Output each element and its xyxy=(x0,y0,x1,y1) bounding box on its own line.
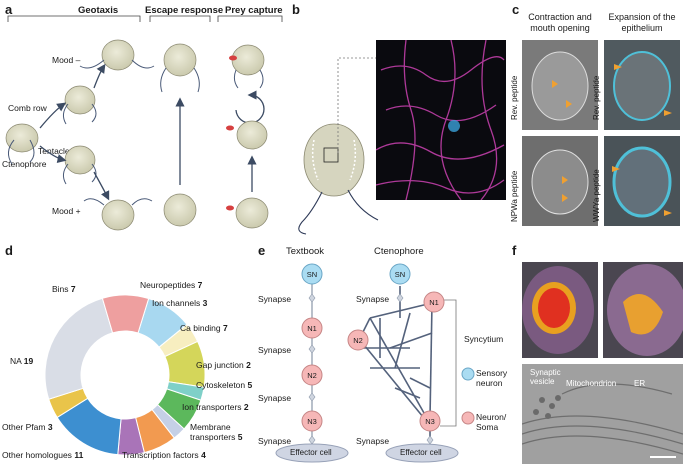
donut-label-bins: Bins 7 xyxy=(52,284,76,294)
photo-c-npwa-peptide xyxy=(522,136,598,226)
electron-micrograph xyxy=(522,364,683,464)
ctenophore-body-mood-minus xyxy=(79,39,155,71)
header-geotaxis: Geotaxis xyxy=(78,5,119,16)
synapse-label-1: Synapse xyxy=(258,294,292,304)
header-contraction: Contraction and mouth opening xyxy=(528,12,592,33)
synapse-label-2: Synapse xyxy=(258,345,292,355)
node-label-n2-ctenophore: N2 xyxy=(353,336,363,345)
label-mood-minus: Mood – xyxy=(52,55,81,65)
effector-label-textbook: Effector cell xyxy=(290,448,332,457)
node-n2-ctenophore xyxy=(347,329,369,351)
row-label-rev-peptide-left: Rev. peptide xyxy=(510,75,519,120)
donut-label-other-homologues: Other homologues 11 xyxy=(2,450,84,460)
donut-slice-10 xyxy=(44,297,114,400)
legend-neuron-swatch xyxy=(461,411,475,425)
header-prey-capture: Prey capture xyxy=(225,5,283,16)
label-mood-plus: Mood + xyxy=(52,206,81,216)
donut-label-na: NA 19 xyxy=(10,356,34,366)
node-label-n3-textbook: N3 xyxy=(307,417,317,426)
legend-neuron-soma: Neuron/ Soma xyxy=(476,412,507,432)
header-ctenophore: Ctenophore xyxy=(374,246,424,257)
label-synaptic-vesicle: Synaptic vesicle xyxy=(530,368,561,386)
node-label-n1-ctenophore: N1 xyxy=(429,298,439,307)
node-n1-ctenophore xyxy=(423,291,445,313)
synapse-label-3: Synapse xyxy=(258,393,292,403)
node-label-sn-textbook: SN xyxy=(306,270,318,279)
photo-c-wwya-peptide xyxy=(604,136,680,226)
donut-label-neuropeptides: Neuropeptides 7 xyxy=(140,280,203,290)
donut-label-ca-binding: Ca binding 7 xyxy=(180,323,228,333)
legend-sensory-neuron: Sensory neuron xyxy=(476,368,508,388)
node-label-n1-textbook: N1 xyxy=(307,324,317,333)
ctenophore-body-upper xyxy=(62,85,97,125)
ctenophore-body-mood-plus xyxy=(83,198,153,231)
node-label-n3-ctenophore: N3 xyxy=(425,417,435,426)
panel-letter-b: b xyxy=(292,2,300,17)
panel-a-illustration xyxy=(5,15,283,231)
donut-label-gap-junction: Gap junction 2 xyxy=(196,360,251,370)
donut-label-ion-transporters: Ion transporters 2 xyxy=(182,402,249,412)
effector-cell-ctenophore xyxy=(385,443,459,463)
donut-label-ion-channels: Ion channels 3 xyxy=(152,298,208,308)
synapse-label-5: Synapse xyxy=(356,294,390,304)
synapse-label-6: Synapse xyxy=(356,436,390,446)
ctenophore-prey-bottom xyxy=(226,197,269,229)
header-escape-response: Escape response xyxy=(145,5,224,16)
header-textbook: Textbook xyxy=(286,246,325,257)
panel-letter-f: f xyxy=(512,243,517,258)
ctenophore-prey-middle xyxy=(226,120,268,150)
synapse-label-4: Synapse xyxy=(258,436,292,446)
donut-label-transcription-factors: Transcription factors 4 xyxy=(122,450,206,460)
photo-c-rev-peptide-left xyxy=(522,40,598,130)
ctenophore-escape-top xyxy=(160,43,200,93)
panel-letter-c: c xyxy=(512,2,520,17)
row-label-rev-peptide-right: Rev. peptide xyxy=(592,75,601,120)
donut-label-cytoskeleton: Cytoskeleton 5 xyxy=(196,380,253,390)
label-er: ER xyxy=(634,379,646,388)
label-tentacle: Tentacle xyxy=(38,146,70,156)
effector-label-ctenophore: Effector cell xyxy=(400,448,442,457)
node-label-sn-ctenophore: SN xyxy=(394,270,406,279)
donut-chart xyxy=(44,294,206,456)
photo-c-rev-peptide-right xyxy=(604,40,680,130)
node-n3-textbook xyxy=(301,410,323,432)
node-n3-ctenophore xyxy=(419,410,441,432)
nerve-net-micrograph xyxy=(376,40,506,200)
node-sn-ctenophore xyxy=(389,263,411,285)
syncytium-label: Syncytium xyxy=(464,334,504,344)
row-label-npwa-peptide: NPWa peptide xyxy=(510,170,519,222)
neuron-diagram xyxy=(275,263,475,463)
panel-letter-a: a xyxy=(5,2,13,17)
donut-label-membrane-transporters: Membrane transporters 5 xyxy=(190,422,243,442)
legend-sensory-swatch xyxy=(461,367,475,381)
node-n2-textbook xyxy=(301,364,323,386)
label-ctenophore: Ctenophore xyxy=(2,159,47,169)
donut-slice-11 xyxy=(101,294,150,334)
label-mitochondrion: Mitochondrion xyxy=(566,379,617,388)
ctenophore-prey-top xyxy=(229,44,265,89)
zoom-connector xyxy=(337,57,376,153)
photo-f-left xyxy=(522,262,598,358)
header-expansion: Expansion of the epithelium xyxy=(608,12,676,33)
photo-f-right xyxy=(603,262,683,358)
node-sn-textbook xyxy=(301,263,323,285)
label-comb-row: Comb row xyxy=(8,103,47,113)
node-label-n2-textbook: N2 xyxy=(307,371,317,380)
effector-cell-textbook xyxy=(275,443,349,463)
donut-label-other-pfam: Other Pfam 3 xyxy=(2,422,53,432)
panel-b-ctenophore-drawing xyxy=(298,123,379,235)
ctenophore-body-lower xyxy=(62,145,97,185)
panel-letter-d: d xyxy=(5,243,13,258)
node-n1-textbook xyxy=(301,317,323,339)
panel-letter-e: e xyxy=(258,243,266,258)
ctenophore-escape-bottom xyxy=(163,193,197,227)
row-label-wwya-peptide: WWYa peptide xyxy=(592,169,601,222)
ctenophore-body-center xyxy=(5,123,39,165)
